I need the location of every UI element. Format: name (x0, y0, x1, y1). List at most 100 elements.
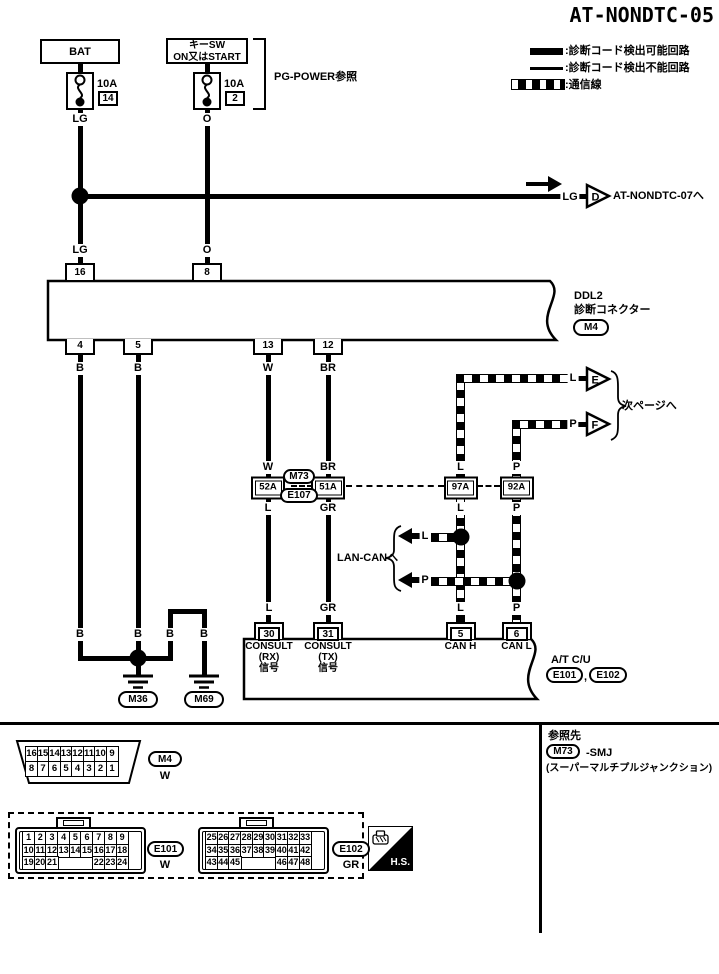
pin-cell: 48 (298, 856, 312, 870)
e102-color: GR (342, 859, 360, 871)
lan-can-label: LAN-CANへ (337, 552, 399, 564)
ddl2-pin-8: 8 (192, 263, 222, 280)
wire-label-b: B (132, 628, 144, 641)
wire-label-b: B (198, 628, 210, 641)
pg-power-bracket (253, 38, 266, 110)
ddl2-pin-13: 13 (253, 339, 283, 355)
hs-badge: H.S. (368, 826, 413, 871)
page-connector-f-icon: F (585, 410, 612, 438)
e101-color: W (159, 859, 171, 871)
bat-box: BAT (40, 39, 120, 64)
connector-id-e102: E102 (589, 667, 627, 683)
hs-connector-icon (372, 830, 389, 845)
pin-cell: 23 (103, 856, 117, 870)
wire-bat-vertical (77, 64, 83, 281)
wire-label-br: BR (318, 461, 338, 474)
junction-dot (508, 572, 525, 590)
fuse1-number: 14 (98, 91, 118, 106)
ref-desc: (スーパーマルチプルジャンクション) (546, 763, 713, 774)
svg-text:F: F (592, 420, 599, 432)
pin5-func: CAN H (444, 641, 477, 652)
junction-dot (452, 528, 469, 546)
atcu-pin-30: 30 (254, 622, 284, 641)
atcu-name: A/T C/U (551, 654, 591, 666)
comma: , (584, 671, 588, 683)
pin6-func: CAN L (501, 641, 532, 652)
e101-tab-slot (63, 820, 84, 826)
ref-suffix: -SMJ (586, 747, 613, 759)
pin-cell: 37 (240, 843, 254, 858)
pin30-func1: CONSULT (245, 641, 293, 652)
wire-label-gr: GR (317, 502, 339, 515)
wire-label-gr: GR (317, 602, 339, 615)
legend-undetectable-label: :診断コード検出不能回路 (565, 62, 690, 74)
connector-id-e101-footer: E101 (147, 841, 184, 857)
legend-detectable-label: :診断コード検出可能回路 (565, 45, 690, 57)
smj-dashed-link (477, 485, 500, 487)
comm-line-p (512, 420, 521, 623)
page-title: AT-NONDTC-05 (569, 3, 715, 27)
pin-cell: 24 (115, 856, 129, 870)
ground-icon (123, 674, 153, 689)
footer-divider (539, 722, 542, 933)
page-connector-e-icon: E (585, 365, 612, 393)
atcu-pin-5: 5 (445, 622, 476, 641)
fuse-symbol (201, 74, 213, 107)
ddl2-pin-16: 16 (65, 263, 95, 280)
wire-b1 (77, 355, 83, 661)
connector-id-m69: M69 (184, 691, 224, 708)
ground-icon (189, 674, 219, 689)
ref-title: 参照先 (548, 730, 581, 742)
fuse1-rating: 10A (97, 78, 118, 90)
branch-dest-label: AT-NONDTC-07へ (613, 190, 704, 202)
wire-label-p: P (510, 502, 523, 515)
wire-label-l: L (263, 602, 275, 615)
connector-id-e102-footer: E102 (332, 841, 370, 857)
ddl2-pin-5: 5 (123, 339, 153, 355)
m4-color: W (159, 770, 171, 782)
ddl2-name1: DDL2 (574, 290, 603, 302)
lan-arrow-label-p: P (419, 574, 431, 587)
wire-label-b: B (132, 362, 144, 375)
pin31-func3: 信号 (318, 663, 338, 674)
connector-id-m73-ref: M73 (546, 744, 580, 759)
wire-label-o: O (200, 244, 214, 257)
wire-label-l: L (567, 372, 579, 385)
comm-stub-l (431, 533, 458, 542)
smj-conn-97a: 97A (443, 476, 478, 500)
wire-label-b: B (164, 628, 176, 641)
wire-label-lg: LG (70, 113, 90, 126)
branch-wire-label: LG (560, 191, 580, 204)
fuse-symbol (74, 74, 86, 107)
atcu-pin-31: 31 (313, 622, 343, 641)
next-page-brace (610, 370, 627, 441)
comm-stub-p (431, 577, 516, 586)
junction-dot (129, 649, 147, 667)
ddl2-name2: 診断コネクター (574, 304, 651, 316)
smj-conn-92a: 92A (499, 476, 534, 500)
wire-label-lg: LG (70, 244, 90, 257)
pin-cell: 21 (45, 856, 59, 870)
pin-cell: 1 (105, 760, 119, 777)
wire-label-p: P (510, 602, 523, 615)
svg-text:E: E (592, 375, 599, 387)
next-page-label: 次ページへ (622, 400, 677, 412)
fuse2-number: 2 (225, 91, 245, 106)
wire-to-gnd (135, 658, 141, 677)
ddl2-box (46, 279, 560, 342)
wire-jumper-right (201, 609, 207, 676)
stub (578, 421, 588, 427)
wire-label-l: L (455, 502, 466, 515)
lan-arrow-label-l: L (419, 530, 431, 543)
wire-label-o: O (200, 113, 214, 126)
ddl2-pin-12: 12 (313, 339, 343, 355)
pin30-func2: (RX) (258, 652, 280, 663)
atcu-box (242, 637, 540, 701)
keysw-line1: キーSW (188, 40, 226, 51)
page-connector-d-icon: D (585, 182, 612, 210)
legend-thick-line (530, 48, 563, 55)
